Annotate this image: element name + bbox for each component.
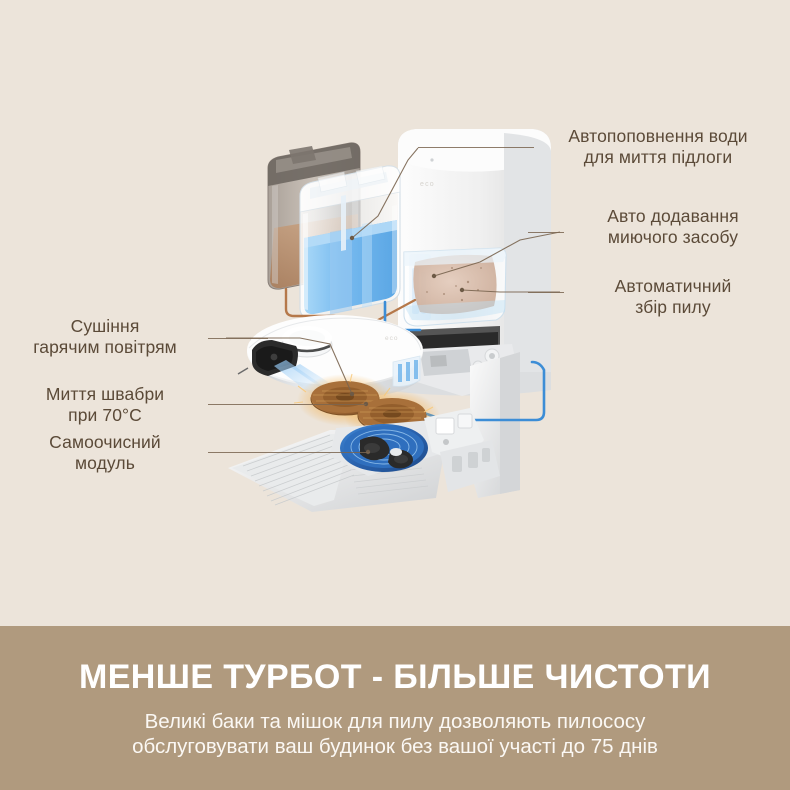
exploded-product-artwork: eco (226, 129, 561, 512)
product-illustration: eco (33, 126, 748, 512)
callout-auto-detergent: Авто додавання миючого засобу (607, 206, 739, 247)
banner-subtitle: Великі баки та мішок для пилу дозволяють… (132, 709, 658, 758)
callout-self-clean-module: Самоочисний модуль (49, 432, 161, 473)
leader-line-mop-wash-70 (208, 404, 366, 406)
svg-text:eco: eco (420, 181, 435, 188)
leader-line-auto-detergent (528, 232, 564, 234)
callout-hot-air-drying: Сушіння гарячим повітрям (33, 316, 177, 357)
leader-line-auto-dust-collect (528, 292, 564, 294)
banner-title: МЕНШЕ ТУРБОТ - БІЛЬШЕ ЧИСТОТИ (79, 657, 711, 696)
self-clean-module (228, 408, 500, 512)
clean-water-tank (299, 165, 401, 319)
callout-auto-dust-collect: Автоматичний збір пилу (614, 276, 732, 317)
leader-line-self-clean-module (208, 452, 370, 454)
leader-line-auto-water-refill (418, 147, 534, 149)
callout-mop-wash-70: Миття швабри при 70°C (45, 384, 165, 425)
dust-bag-compartment (403, 247, 507, 327)
svg-text:eco: eco (385, 335, 398, 342)
callout-auto-water-refill: Автопоповнення води для миття підлоги (568, 126, 748, 167)
station-to-module-tube (394, 360, 546, 427)
bottom-banner: МЕНШЕ ТУРБОТ - БІЛЬШЕ ЧИСТОТИ Великі бак… (0, 626, 790, 790)
leader-line-hot-air-drying (208, 338, 268, 340)
